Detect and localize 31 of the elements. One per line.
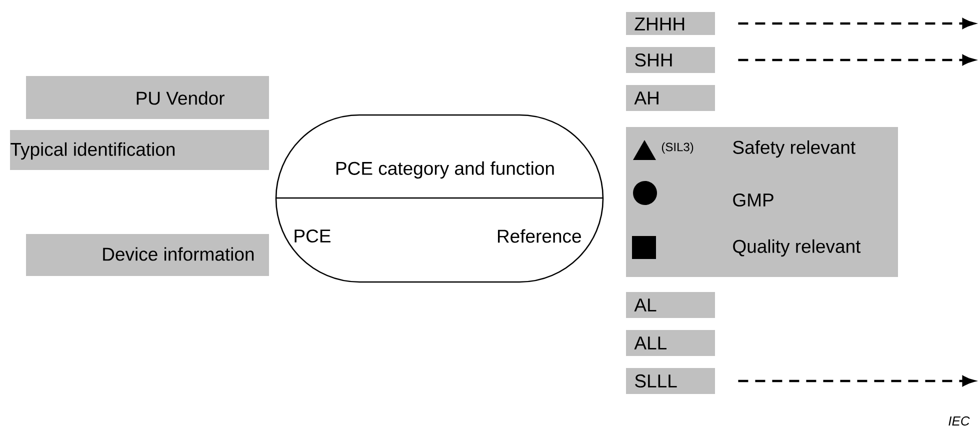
text: Reference [498,229,581,243]
figure-source: IEC [948,416,970,426]
text: PCE category and function [336,161,554,179]
text: SHH [635,53,672,67]
rounded-box [275,114,604,283]
text: (SIL3) [662,142,694,154]
arrow [738,18,975,29]
text: PU Vendor [136,91,224,105]
text: AL [634,298,656,312]
text: ZHHH [634,18,684,30]
text: AH [634,92,658,104]
label-box [26,234,269,276]
text: GMP [733,193,774,207]
text: Device information [103,247,254,261]
label-box [626,12,715,35]
label-box [26,76,269,119]
text: Safety relevant [733,140,856,158]
text: Quality relevant [733,239,861,257]
label-box [626,292,715,318]
label-box [626,368,715,394]
arrow [738,54,975,66]
label-box [626,85,715,111]
text: Typical identification [10,142,175,160]
label-box [10,130,269,170]
label-box [626,47,715,73]
text: PCE [294,229,330,243]
label-box [626,330,715,356]
text: ALL [634,336,666,350]
label-box [626,127,898,277]
text: SLLL [635,374,677,388]
arrow [738,376,975,386]
